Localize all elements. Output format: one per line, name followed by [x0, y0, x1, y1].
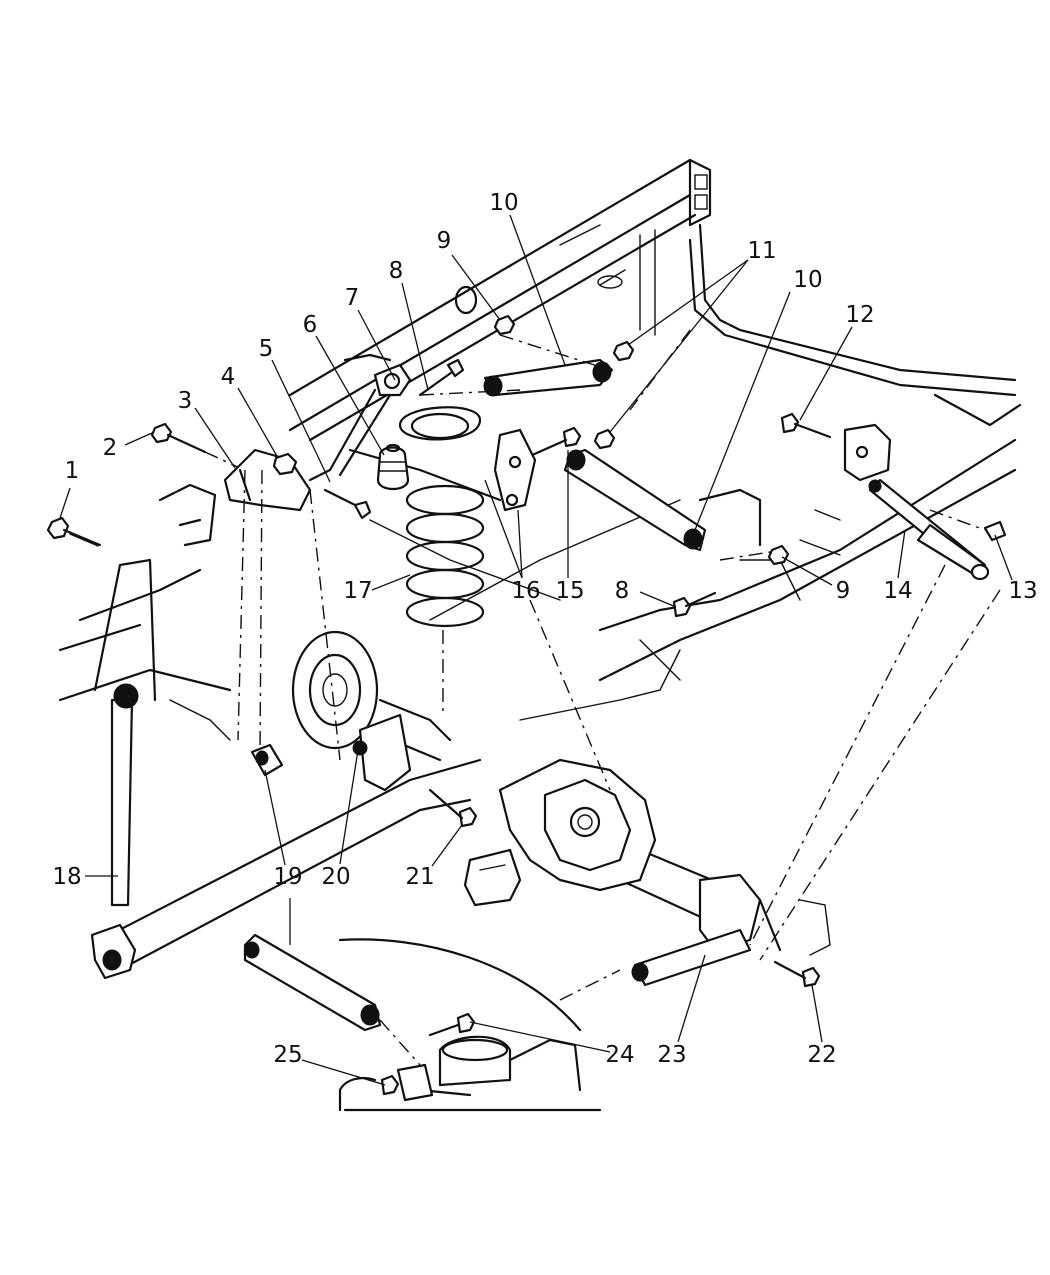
bolt-8-upper	[418, 358, 465, 397]
control-arm-bracket-16	[493, 428, 537, 512]
callout-17: 17	[343, 578, 372, 604]
callout-19: 19	[273, 864, 302, 890]
bushing-19	[250, 743, 284, 777]
rear-axle-tube	[90, 758, 782, 980]
bolt-2	[150, 422, 241, 469]
callout-24: 24	[605, 1042, 634, 1068]
callout-6: 6	[303, 312, 318, 338]
lower-control-arm-19	[243, 933, 382, 1032]
bolt-5	[323, 488, 372, 520]
callout-4: 4	[221, 364, 236, 390]
bolt-22	[773, 960, 821, 988]
callout-9-upper: 9	[437, 228, 452, 254]
callout-18: 18	[52, 864, 81, 890]
upper-control-arm-10b	[563, 448, 707, 552]
track-bar-frame-bracket	[843, 423, 892, 482]
bolt-21	[428, 788, 478, 828]
callout-25: 25	[273, 1042, 302, 1068]
bolt-12	[780, 412, 832, 439]
jounce-bumper	[376, 443, 410, 491]
callout-15: 15	[555, 578, 584, 604]
callout-10-lower: 10	[793, 267, 822, 293]
differential-housing	[463, 758, 657, 907]
callout-10-upper: 10	[489, 190, 518, 216]
callout-7: 7	[345, 285, 360, 311]
right-brake-drum	[698, 873, 831, 956]
callout-16: 16	[511, 578, 540, 604]
bolt-1	[46, 516, 102, 547]
nut-4	[272, 452, 298, 476]
callout-11: 11	[747, 238, 776, 264]
lower-control-arm-left	[93, 558, 157, 907]
upper-control-arm-10a	[483, 358, 614, 397]
callout-20: 20	[321, 864, 350, 890]
leader-lines	[59, 214, 1013, 1086]
callout-22: 22	[807, 1042, 836, 1068]
left-upper-arm-bracket	[308, 363, 412, 482]
nut-11a	[612, 340, 635, 362]
callout-1: 1	[65, 458, 80, 484]
nut-9-lower	[767, 544, 790, 566]
lower-axle-view	[338, 938, 602, 1112]
bolt-24	[428, 1012, 476, 1037]
callout-2: 2	[103, 435, 118, 461]
frame-crossmember	[58, 353, 1017, 741]
brake-backing-plate	[291, 630, 452, 762]
callout-labels: 1 2 3 4 5 6 7 8 8 9 9 10 10 11 12 13 14 …	[52, 190, 1037, 1068]
callout-23: 23	[657, 1042, 686, 1068]
coil-spring	[398, 406, 485, 715]
nut-25	[380, 1074, 400, 1096]
callout-8-lower: 8	[615, 578, 630, 604]
callout-9-lower: 9	[836, 578, 851, 604]
nut-9-upper	[493, 314, 516, 336]
upper-control-arm-bracket	[223, 448, 312, 512]
nut-11b	[593, 428, 616, 450]
shock-absorber	[868, 478, 990, 581]
callout-8-upper: 8	[389, 258, 404, 284]
bolt-8-lower	[672, 591, 717, 618]
callout-5: 5	[259, 336, 274, 362]
axle-bracket-20	[352, 713, 412, 792]
bolt-15	[528, 426, 582, 458]
frame-rail-left	[288, 158, 1022, 442]
callout-14: 14	[883, 578, 912, 604]
lower-control-arm-right	[631, 928, 752, 987]
callout-13: 13	[1008, 578, 1037, 604]
nut-13	[929, 509, 1007, 542]
callout-12: 12	[845, 302, 874, 328]
callout-21: 21	[405, 864, 434, 890]
callout-3: 3	[178, 388, 193, 414]
